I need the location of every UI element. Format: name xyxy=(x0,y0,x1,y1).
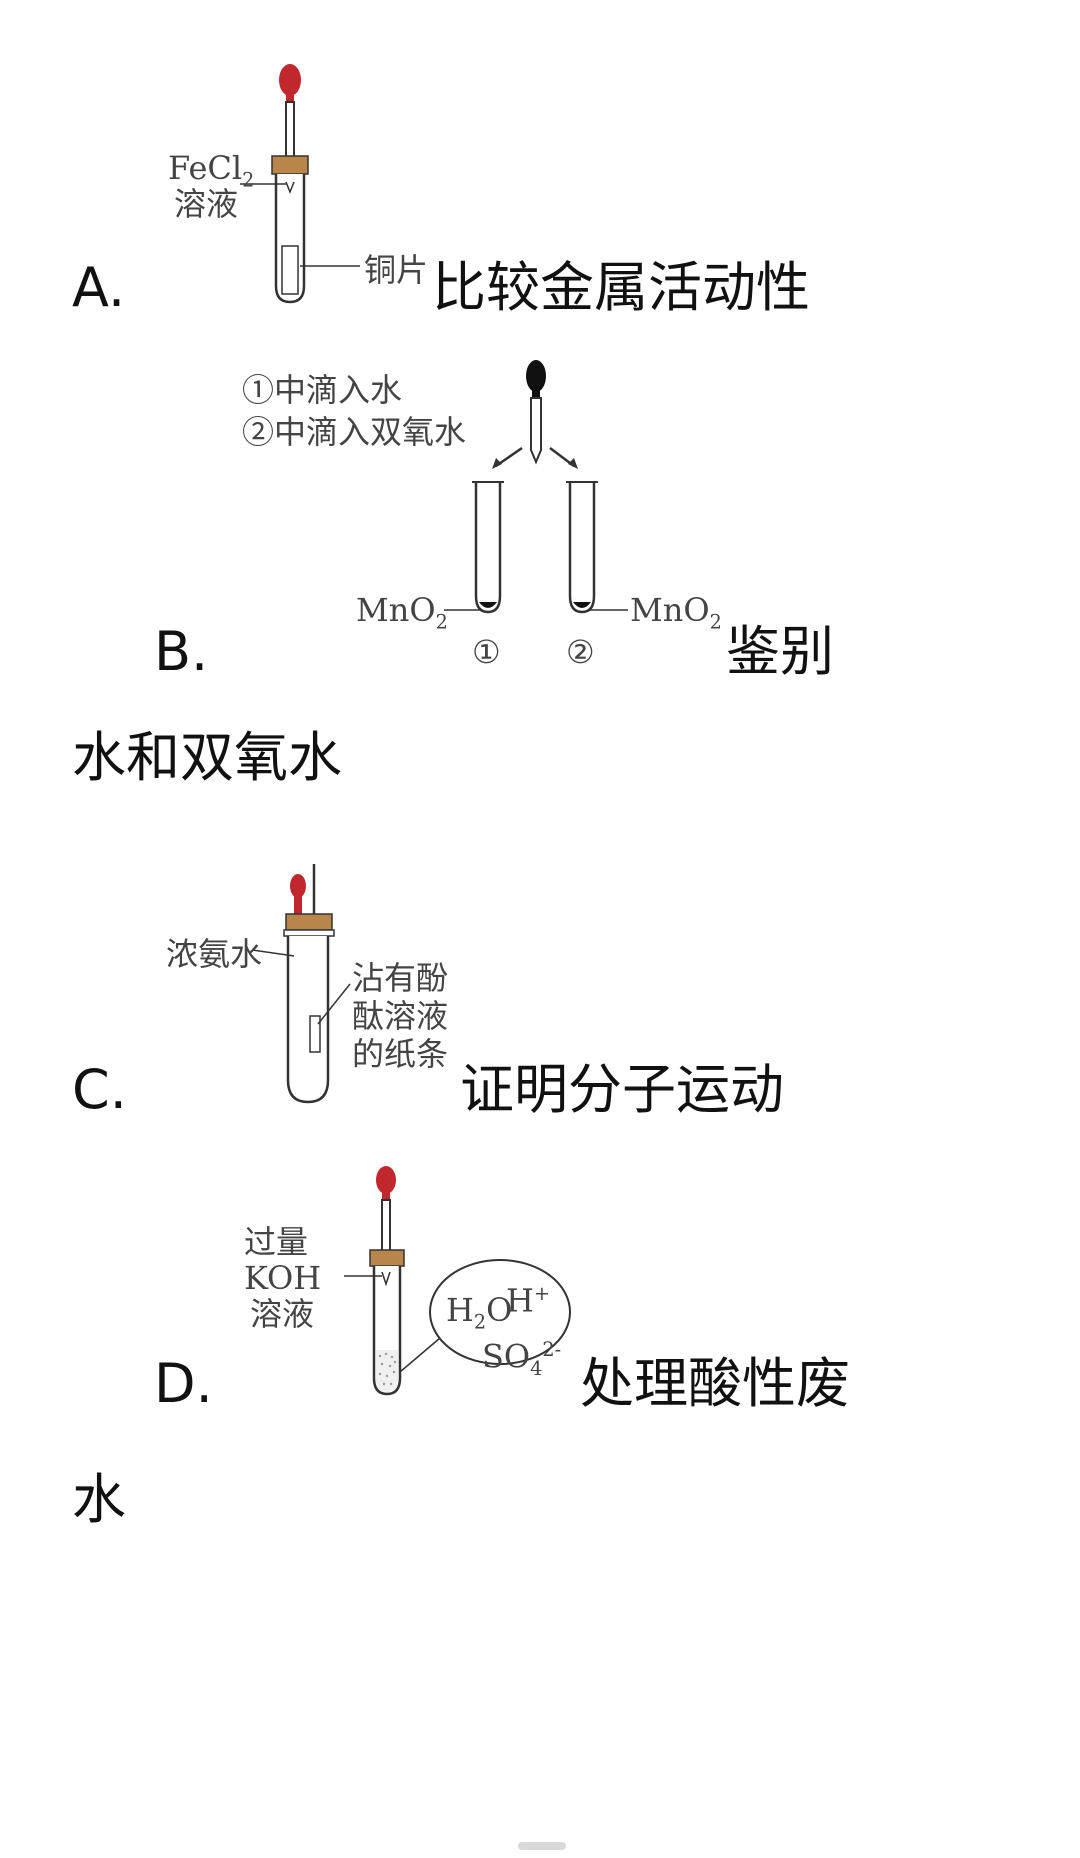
figure-d xyxy=(344,1166,571,1396)
figure-c xyxy=(251,864,351,1104)
figure-b xyxy=(444,360,628,614)
dropper-tube-b xyxy=(530,397,542,465)
option-a-caption: 比较金属活动性 xyxy=(432,256,810,319)
option-c-caption: 证明分子运动 xyxy=(460,1058,784,1121)
label-paper-line3: 的纸条 xyxy=(352,1035,449,1073)
dropper-bulb xyxy=(279,64,301,96)
label-solution-a: 溶液 xyxy=(174,185,239,223)
stopper xyxy=(271,155,309,175)
option-b-caption-line2: 水和双氧水 xyxy=(72,726,342,789)
label-step2: ②中滴入双氧水 xyxy=(242,413,467,451)
label-koh: KOH xyxy=(244,1259,322,1297)
waste-liquid xyxy=(376,1350,398,1392)
test-tube-2 xyxy=(568,482,596,614)
dropper-bulb-b xyxy=(526,360,546,392)
option-d-caption-line1: 处理酸性废 xyxy=(580,1352,850,1415)
option-a-letter: A. xyxy=(72,256,126,319)
label-copper: 铜片 xyxy=(364,251,429,289)
copper-strip xyxy=(281,245,299,295)
ion-sulfate: SO42- xyxy=(482,1337,562,1381)
label-tube-1: ① xyxy=(472,633,501,671)
label-mno2-right: MnO2 xyxy=(630,591,722,634)
label-solution-d: 溶液 xyxy=(250,1295,315,1333)
option-b-caption-line1: 鉴别 xyxy=(726,620,834,683)
dropper-bulb-d xyxy=(376,1166,396,1194)
label-mno2-left: MnO2 xyxy=(356,591,448,634)
stopper-d xyxy=(369,1249,405,1267)
option-c-letter: C. xyxy=(72,1058,127,1121)
label-fecl2: FeCl2 xyxy=(168,149,255,192)
mno2-2 xyxy=(573,602,591,608)
label-paper-line2: 酞溶液 xyxy=(352,997,449,1035)
option-d-caption-line2: 水 xyxy=(72,1468,126,1531)
option-b-letter: B. xyxy=(154,620,209,683)
mno2-1 xyxy=(479,602,497,608)
dropper-bulb-c xyxy=(290,874,306,898)
ion-bubble xyxy=(429,1259,571,1365)
label-step1: ①中滴入水 xyxy=(242,371,403,409)
ion-hydrogen: H+ xyxy=(506,1281,550,1320)
test-tube-1 xyxy=(474,482,502,614)
label-ammonia: 浓氨水 xyxy=(166,935,263,973)
stopper-c xyxy=(285,913,333,931)
dropper-neck xyxy=(286,92,294,102)
test-tube-c xyxy=(286,936,330,1104)
label-paper-line1: 沾有酚 xyxy=(352,959,449,997)
option-d-letter: D. xyxy=(154,1352,213,1415)
paper-strip xyxy=(309,1015,321,1053)
label-excess: 过量 xyxy=(244,1223,309,1261)
ion-water: H2O xyxy=(446,1291,513,1334)
figure-a xyxy=(240,64,360,304)
label-tube-2: ② xyxy=(566,633,595,671)
home-indicator[interactable] xyxy=(518,1842,566,1850)
